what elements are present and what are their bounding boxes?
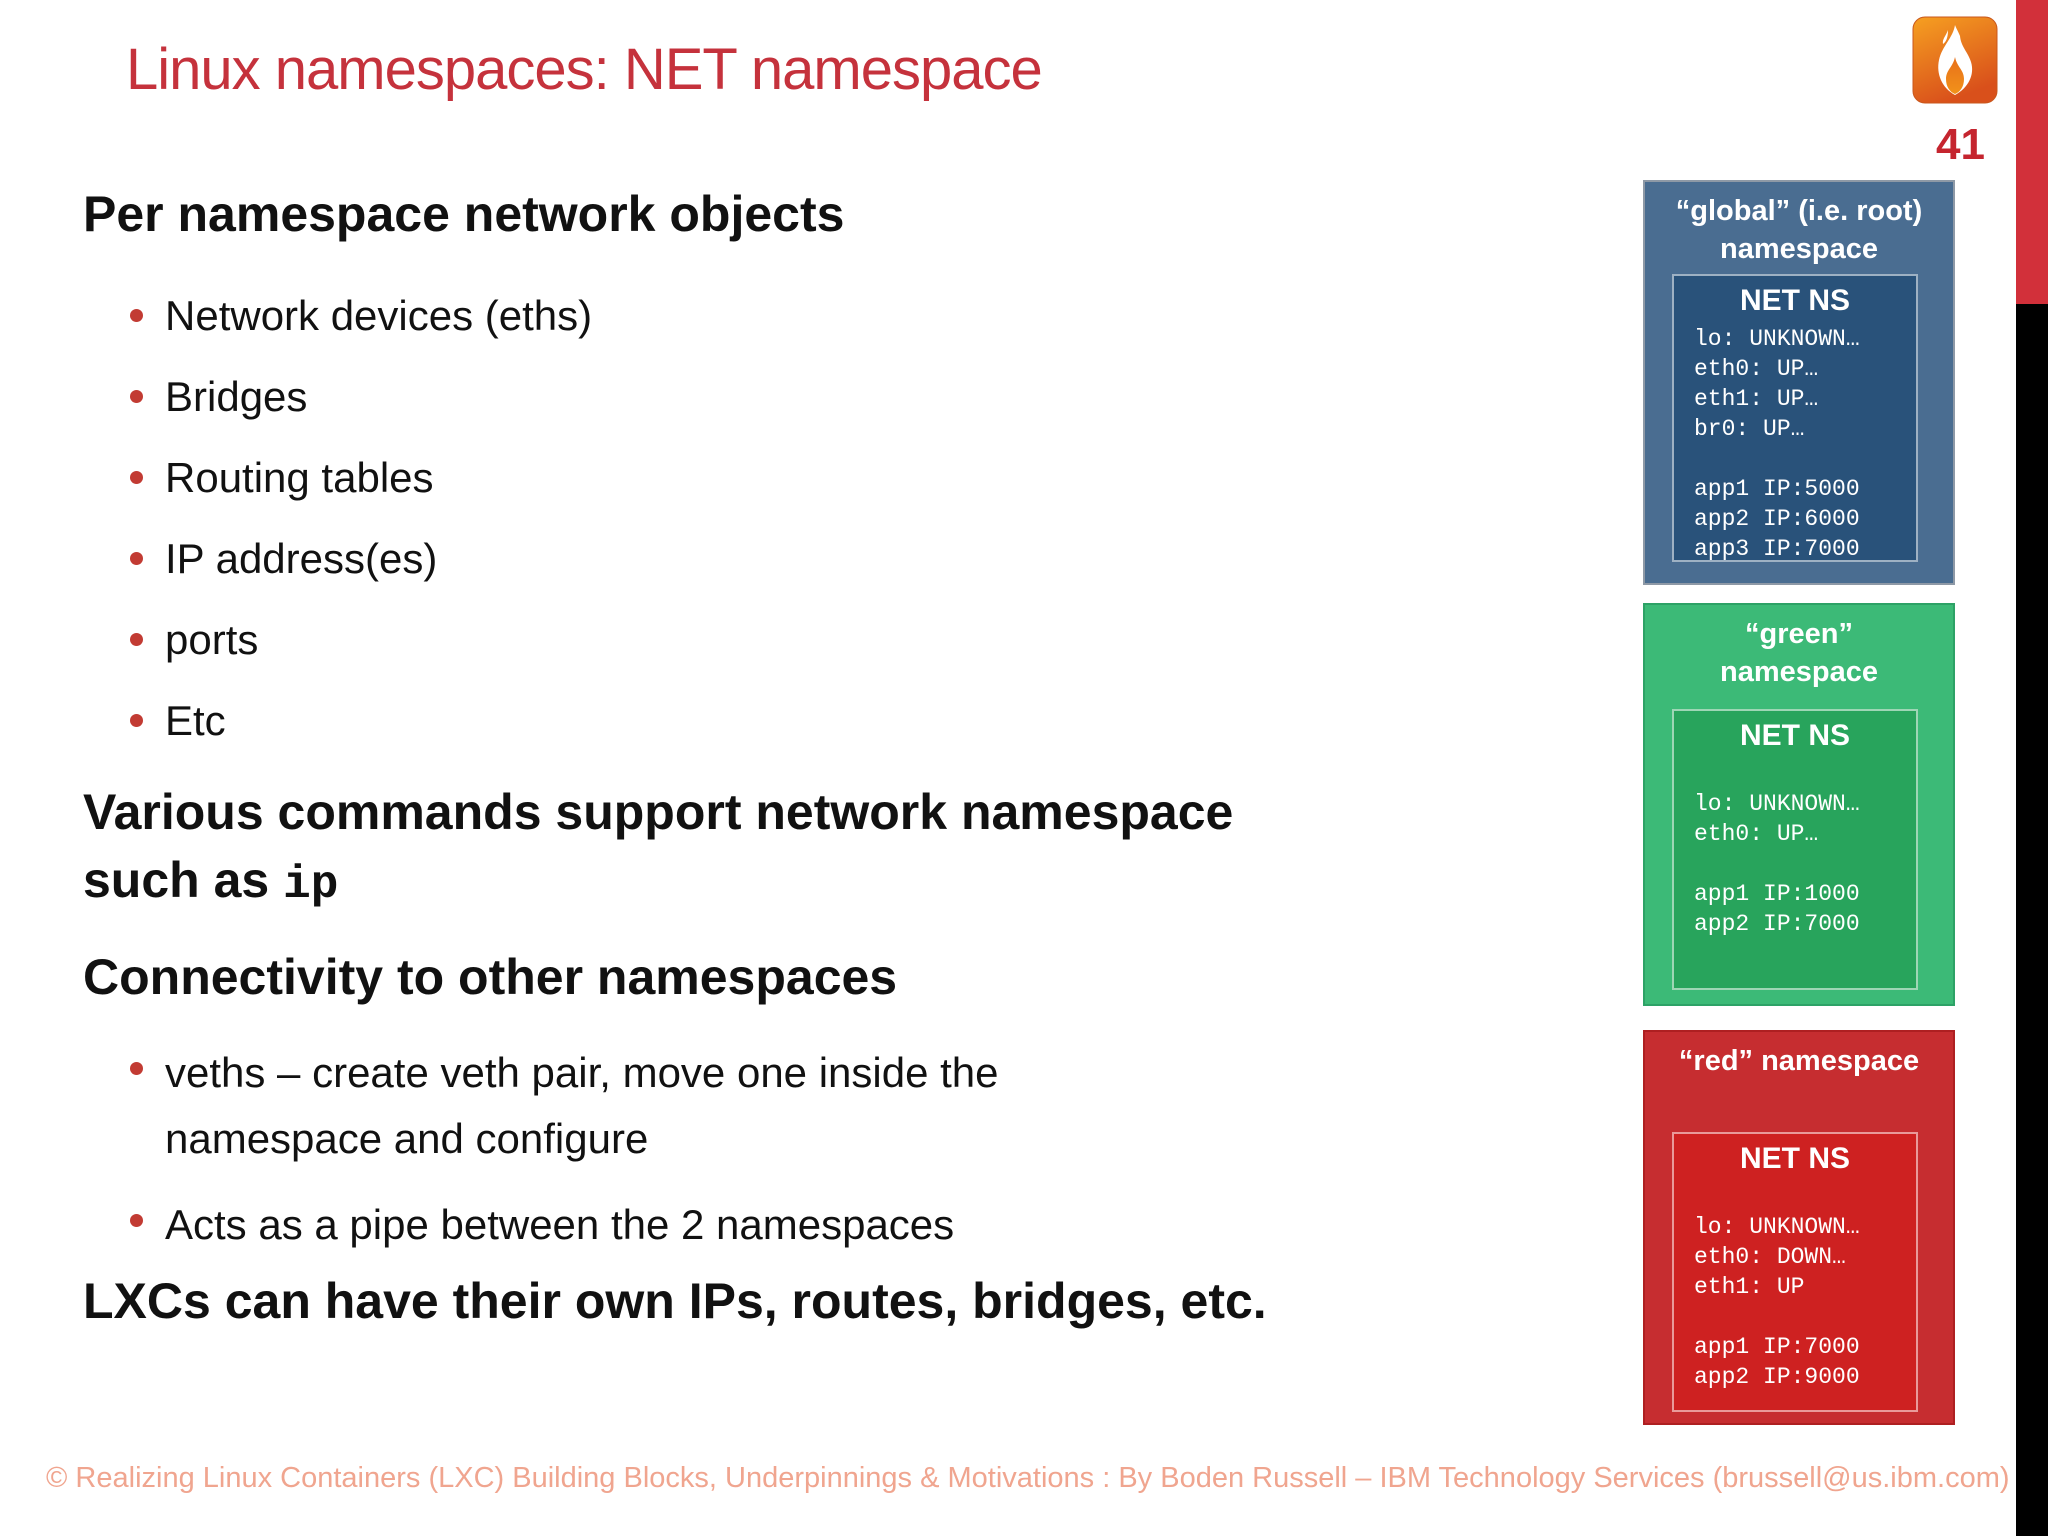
heading-per-namespace: Per namespace network objects	[83, 186, 845, 242]
list-item: Bridges	[130, 356, 592, 437]
netns-line: br0: UP…	[1694, 416, 1805, 442]
bullet-line: veths – create veth pair, move one insid…	[165, 1049, 999, 1096]
paragraph-text: such as	[83, 852, 284, 908]
green-namespace-box: “green” namespace NET NS lo: UNKNOWN… et…	[1643, 603, 1955, 1006]
list-item-label: Routing tables	[165, 453, 434, 501]
bullet-icon	[130, 309, 143, 322]
namespace-title-line: namespace	[1720, 656, 1878, 688]
red-namespace-title: “red” namespace	[1645, 1032, 1953, 1080]
netns-line: app1 IP:7000	[1694, 1334, 1860, 1360]
heading-lxcs: LXCs can have their own IPs, routes, bri…	[83, 1273, 1267, 1329]
list-item-label: IP address(es)	[165, 534, 438, 582]
heading-connectivity: Connectivity to other namespaces	[83, 949, 898, 1005]
netns-line	[1674, 1302, 1916, 1332]
copyright-footer: © Realizing Linux Containers (LXC) Build…	[46, 1462, 2010, 1494]
list-item: Network devices (eths)	[130, 275, 592, 356]
page-number: 41	[1936, 120, 1985, 169]
global-namespace-box: “global” (i.e. root) namespace NET NS lo…	[1643, 180, 1955, 585]
netns-line: lo: UNKNOWN…	[1694, 326, 1860, 352]
global-netns-box: NET NS lo: UNKNOWN… eth0: UP… eth1: UP… …	[1672, 274, 1918, 562]
paragraph-various-commands: Various commands support network namespa…	[83, 778, 1233, 919]
bullet-icon	[130, 714, 143, 727]
edge-bar-red	[2016, 0, 2048, 304]
netns-line: app1 IP:1000	[1694, 881, 1860, 907]
netns-line: app1 IP:5000	[1694, 476, 1860, 502]
page-title: Linux namespaces: NET namespace	[126, 37, 1043, 102]
list-item-label: Bridges	[165, 372, 308, 420]
bullet-pipe: Acts as a pipe between the 2 namespaces	[130, 1192, 954, 1258]
list-item-label: ports	[165, 615, 259, 663]
bullet-pipe-text: Acts as a pipe between the 2 namespaces	[165, 1201, 955, 1248]
bullet-list-network-objects: Network devices (eths) Bridges Routing t…	[130, 275, 592, 761]
list-item: ports	[130, 599, 592, 680]
list-item: Routing tables	[130, 437, 592, 518]
netns-line: app2 IP:9000	[1694, 1364, 1860, 1390]
paragraph-line: Various commands support network namespa…	[83, 784, 1234, 840]
netns-line	[1674, 444, 1916, 474]
namespace-title-line: “green”	[1745, 618, 1853, 650]
netns-line	[1674, 759, 1916, 789]
red-netns-box: NET NS lo: UNKNOWN… eth0: DOWN… eth1: UP…	[1672, 1132, 1918, 1412]
netns-line: eth0: UP…	[1694, 356, 1819, 382]
netns-line: lo: UNKNOWN…	[1694, 1214, 1860, 1240]
netns-line: app2 IP:7000	[1694, 911, 1860, 937]
bullet-icon	[130, 1062, 143, 1075]
bullet-veths-text: veths – create veth pair, move one insid…	[165, 1040, 999, 1172]
bullet-icon	[130, 390, 143, 403]
bullet-line: namespace and configure	[165, 1115, 649, 1162]
netns-title: NET NS	[1739, 719, 1850, 752]
netns-line: lo: UNKNOWN…	[1694, 791, 1860, 817]
netns-line: eth1: UP	[1694, 1274, 1805, 1300]
list-item: IP address(es)	[130, 518, 592, 599]
netns-line: eth1: UP…	[1694, 386, 1819, 412]
flame-icon	[1912, 16, 1998, 104]
green-netns-box: NET NS lo: UNKNOWN… eth0: UP… app1 IP:10…	[1672, 709, 1918, 990]
netns-title: NET NS	[1739, 284, 1850, 317]
green-namespace-title: “green” namespace	[1645, 605, 1953, 691]
list-item: Etc	[130, 680, 592, 761]
namespace-title-line: “global” (i.e. root)	[1675, 195, 1923, 227]
netns-title: NET NS	[1739, 1142, 1850, 1175]
netns-line: eth0: UP…	[1694, 821, 1819, 847]
ip-command-code: ip	[283, 859, 339, 911]
edge-bar-black	[2016, 304, 2048, 1536]
list-item-label: Network devices (eths)	[165, 291, 593, 339]
bullet-icon	[130, 1214, 143, 1227]
netns-line: eth0: DOWN…	[1694, 1244, 1846, 1270]
namespace-title-line: “red” namespace	[1678, 1045, 1920, 1077]
paragraph-line: such as ip	[83, 846, 1233, 919]
namespace-title-line: namespace	[1720, 233, 1878, 265]
bullet-veths: veths – create veth pair, move one insid…	[130, 1040, 999, 1172]
global-namespace-title: “global” (i.e. root) namespace	[1645, 182, 1953, 268]
netns-line	[1674, 1182, 1916, 1212]
list-item-label: Etc	[165, 696, 226, 744]
bullet-icon	[130, 471, 143, 484]
bullet-icon	[130, 633, 143, 646]
netns-line: app3 IP:7000	[1694, 536, 1860, 562]
netns-line: app2 IP:6000	[1694, 506, 1860, 532]
red-namespace-box: “red” namespace NET NS lo: UNKNOWN… eth0…	[1643, 1030, 1955, 1425]
netns-line	[1674, 849, 1916, 879]
bullet-icon	[130, 552, 143, 565]
